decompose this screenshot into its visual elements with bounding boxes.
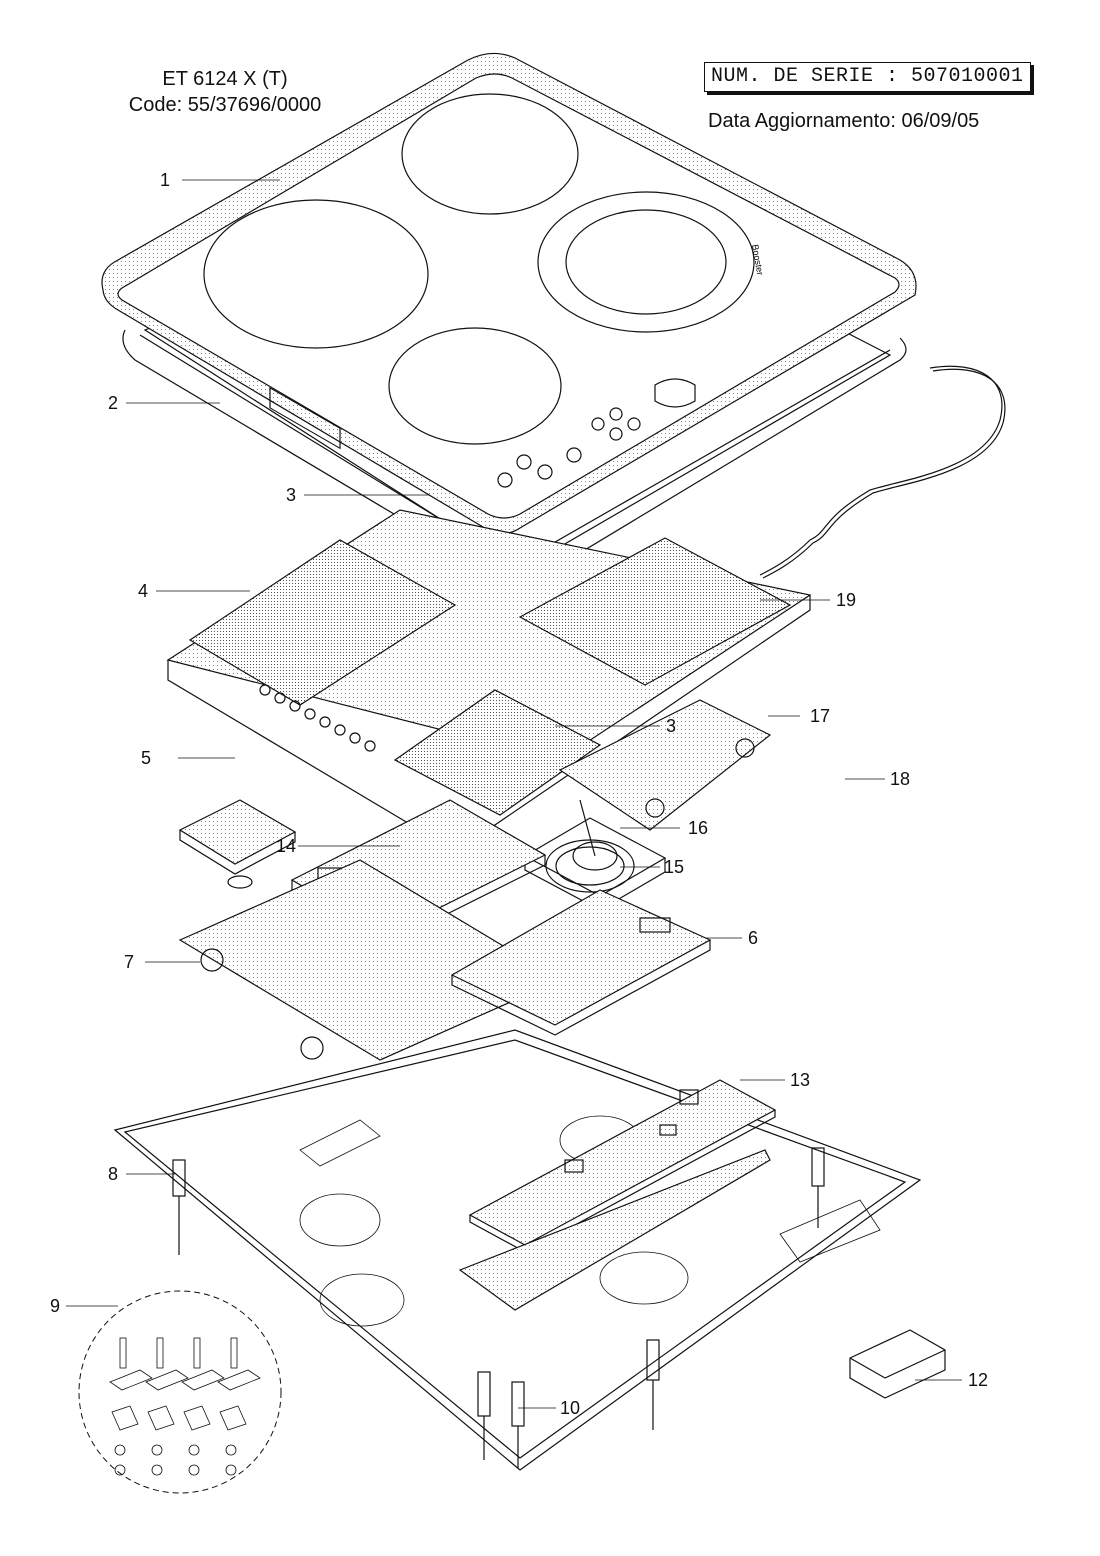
callout-10: 10 [560, 1398, 581, 1418]
callout-15: 15 [664, 857, 685, 877]
insulator-19 [518, 537, 792, 686]
zone-booster-outer [537, 191, 755, 333]
callout-18: 18 [890, 769, 911, 789]
callout-13: 13 [790, 1070, 811, 1090]
callout-7: 7 [124, 952, 135, 972]
zone-large [203, 199, 429, 349]
callout-16: 16 [688, 818, 709, 838]
insulator-4 [188, 539, 457, 706]
zone-booster-inner [565, 209, 727, 315]
part-5-board [178, 799, 297, 889]
callout-17: 17 [810, 706, 831, 726]
callout-4: 4 [138, 581, 149, 601]
callout-8: 8 [108, 1164, 119, 1184]
leader-lines [66, 179, 962, 1409]
part-1-glass-top: Booster [101, 52, 917, 535]
insulator-3 [393, 689, 602, 816]
callout-3-bottom: 3 [666, 716, 677, 736]
callout-19: 19 [836, 590, 857, 610]
part-15-ring [545, 839, 635, 893]
part-4-tray [166, 509, 812, 862]
callout-6: 6 [748, 928, 759, 948]
callout-2: 2 [108, 393, 119, 413]
update-date: Data Aggiornamento: 06/09/05 [708, 110, 980, 132]
springs [172, 1147, 825, 1468]
serial-number-box: NUM. DE SERIE : 507010001 [704, 62, 1031, 92]
model-name: ET 6124 X (T) [162, 68, 288, 90]
model-title: ET 6124 X (T) Code: 55/37696/0000 [120, 66, 330, 118]
callout-9: 9 [50, 1296, 61, 1316]
part-17-sheet [558, 699, 772, 831]
callout-5: 5 [141, 748, 152, 768]
callout-12: 12 [968, 1370, 989, 1390]
base-pan [113, 1029, 922, 1471]
part-9-fixing-kit [78, 1290, 282, 1494]
part-13-control-board [458, 1079, 777, 1311]
callout-14: 14 [276, 836, 297, 856]
model-code: Code: 55/37696/0000 [128, 94, 322, 116]
zone-back-left [401, 93, 579, 215]
part-6-board [450, 889, 712, 1036]
callout-1: 1 [160, 170, 171, 190]
part-18-cable [759, 365, 1003, 576]
zone-front [388, 327, 562, 445]
callout-3-top: 3 [286, 485, 297, 505]
tray-holes [259, 684, 376, 752]
part-12-terminal-block [849, 1329, 946, 1399]
